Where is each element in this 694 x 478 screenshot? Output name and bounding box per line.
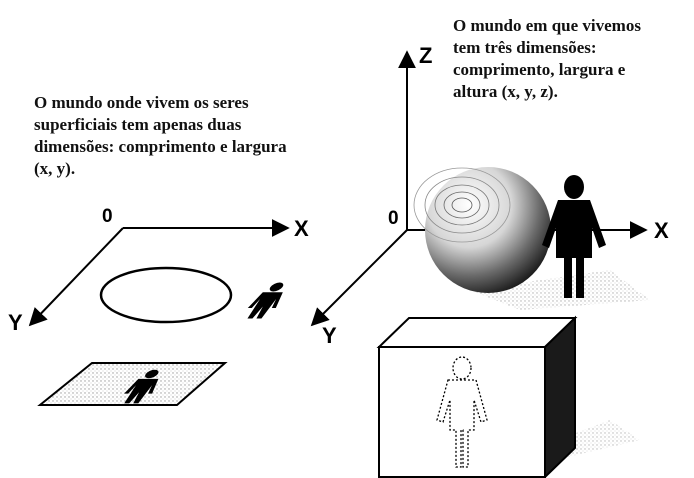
ellipse-shape [99, 266, 233, 324]
right-axes: 0 Z X Y [310, 43, 669, 348]
caption-two-dimensions: O mundo onde vivem os seres superficiais… [34, 92, 366, 180]
left-origin-label: 0 [102, 206, 113, 227]
dotted-person-outline [436, 356, 488, 468]
cube-front-face [378, 346, 546, 478]
caption-right-line-4: altura (x, y, z). [453, 82, 558, 101]
caption-right-line-3: comprimento, largura e [453, 60, 626, 79]
right-y-axis [310, 229, 408, 327]
flat-square-with-person [37, 362, 228, 406]
caption-right-line-1: O mundo em que vivemos [453, 16, 641, 35]
caption-left-line-3: dimensões: comprimento e largura [34, 137, 287, 156]
caption-right-line-2: tem três dimensões: [453, 38, 597, 57]
right-z-label: Z [419, 43, 432, 68]
caption-left-line-4: (x, y). [34, 159, 76, 178]
right-y-label: Y [322, 323, 337, 348]
standing-person-icon [542, 175, 606, 298]
sphere-shape [413, 167, 551, 293]
left-y-axis [28, 227, 124, 327]
square-person-icon [124, 369, 159, 404]
right-origin-label: 0 [388, 208, 399, 229]
sphere-shadow [470, 270, 650, 310]
flat-person-icon [247, 282, 284, 319]
caption-left-line-1: O mundo onde vivem os seres [34, 93, 249, 112]
right-x-label: X [654, 218, 669, 243]
left-axes: 0 X Y [8, 206, 309, 335]
cube-with-dotted-person [376, 315, 578, 478]
caption-three-dimensions: O mundo em que vivemos tem três dimensõe… [453, 15, 693, 103]
cube-top-face [376, 317, 578, 348]
caption-left-line-2: superficiais tem apenas duas [34, 115, 242, 134]
left-x-label: X [294, 216, 309, 241]
left-y-label: Y [8, 310, 23, 335]
cube-side-face [544, 315, 576, 478]
